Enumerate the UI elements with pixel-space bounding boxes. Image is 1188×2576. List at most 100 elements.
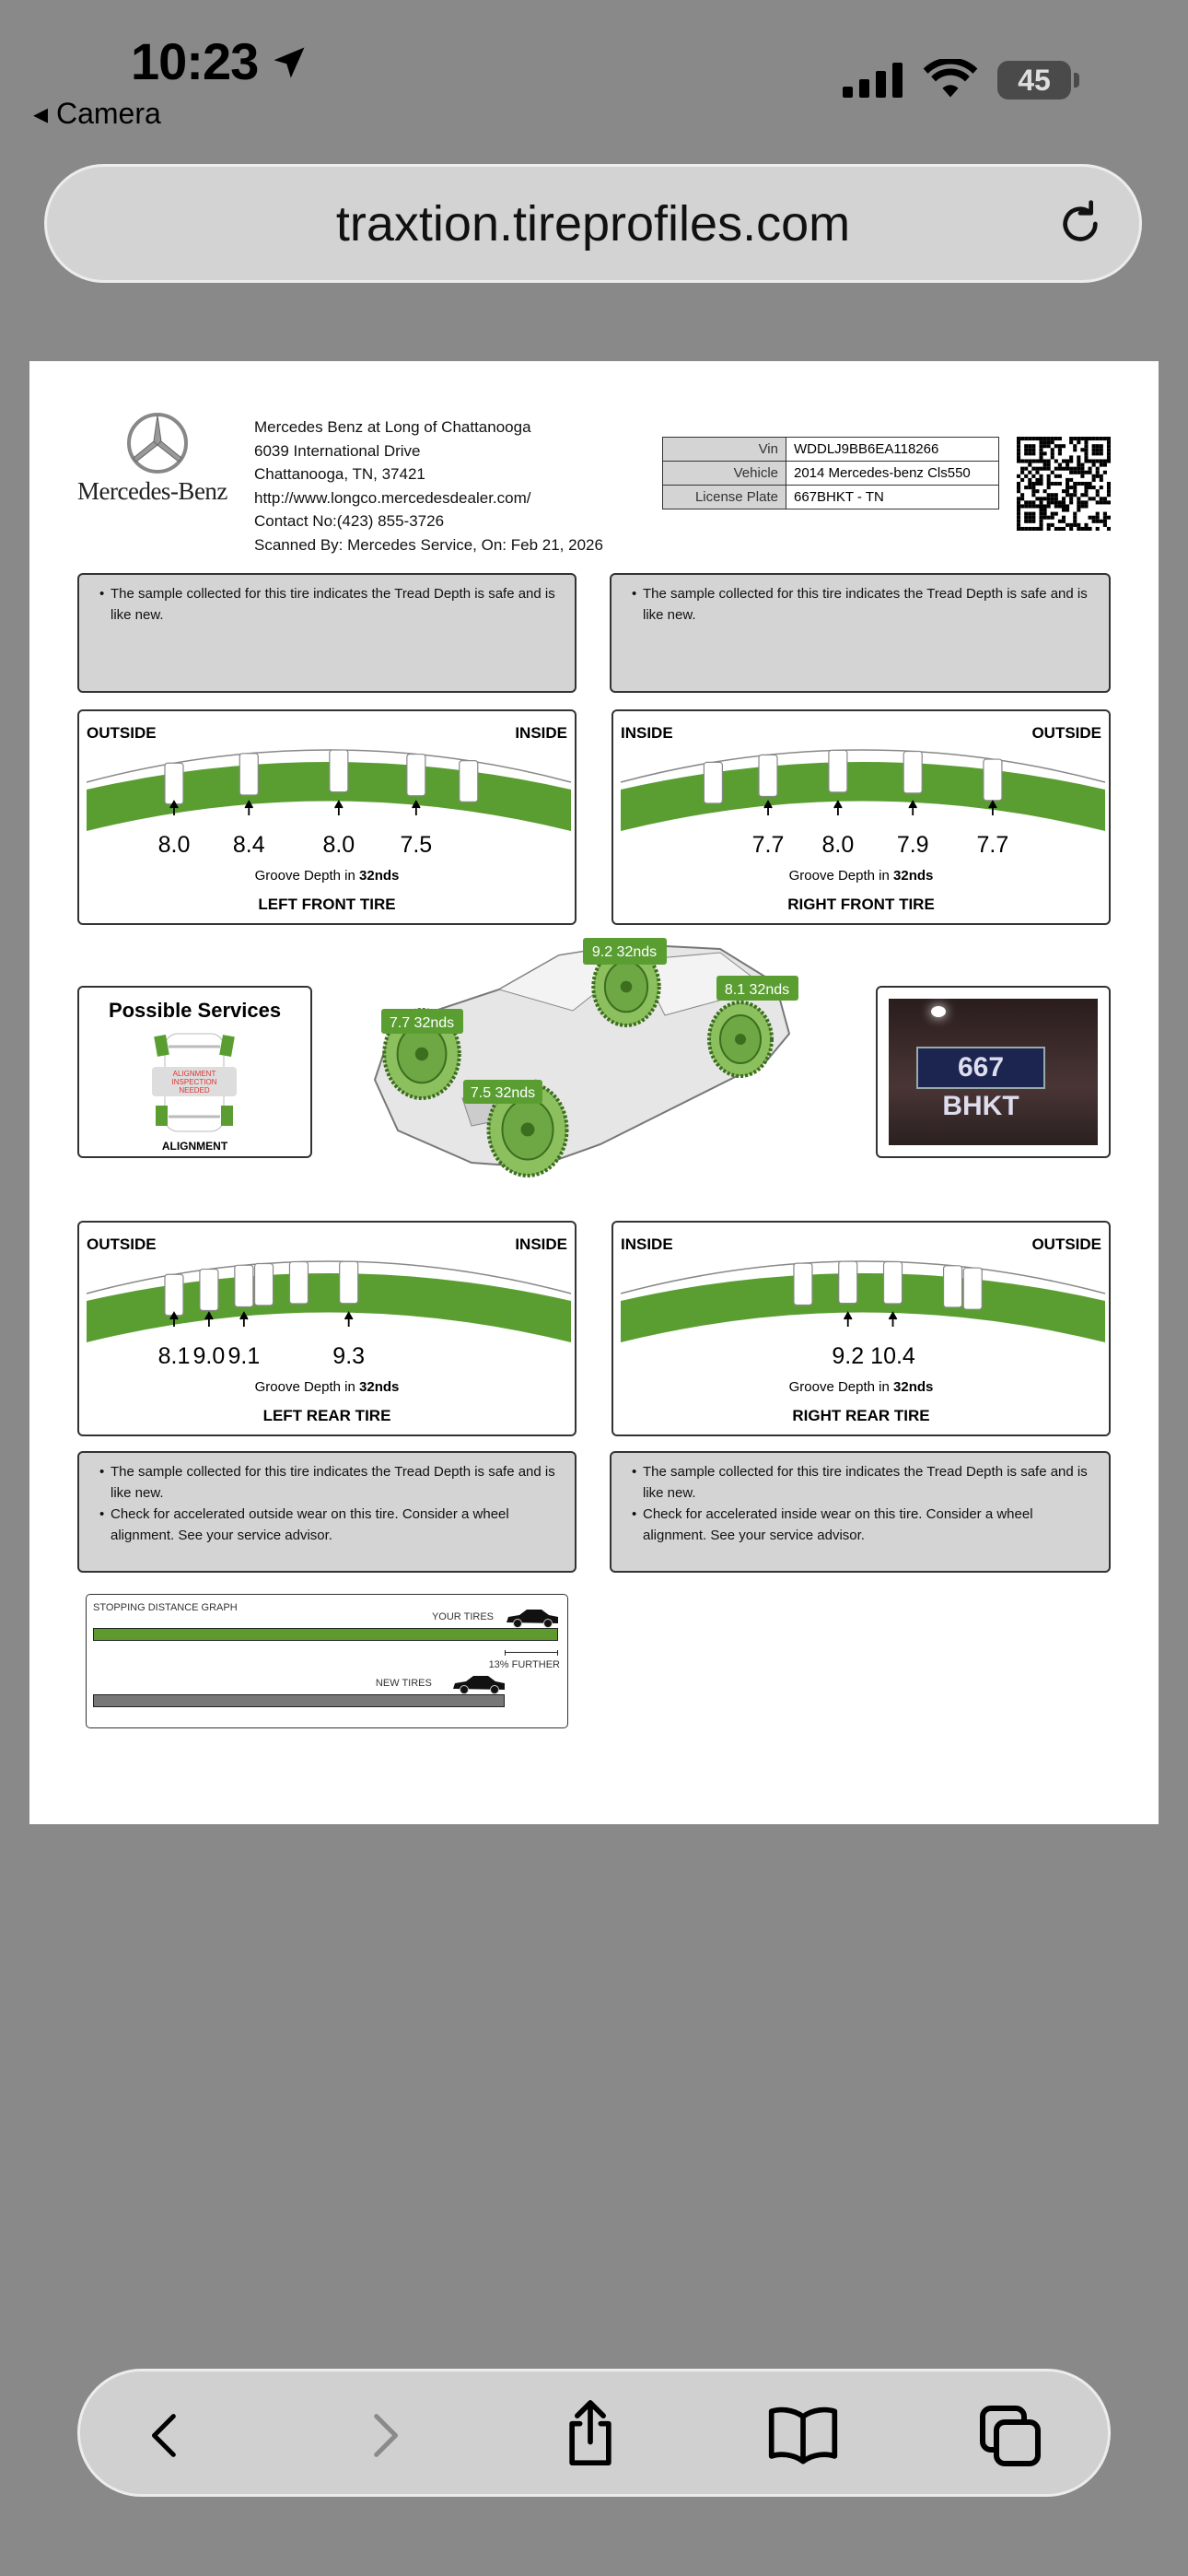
license-plate-photo[interactable]: 667 BHKT (876, 986, 1111, 1158)
arrow-up-icon (204, 1311, 214, 1327)
groove-depth-value: 9.0 (193, 1343, 226, 1369)
graph-title: STOPPING DISTANCE GRAPH (93, 1602, 238, 1613)
groove-caption: Groove Depth in 32nds (613, 1379, 1109, 1395)
address-bar[interactable]: traxtion.tireprofiles.com (44, 164, 1142, 283)
groove (983, 758, 1003, 802)
groove (758, 754, 778, 798)
wheel-rear-right-icon[interactable] (707, 1001, 774, 1078)
arrow-up-icon (169, 1311, 179, 1327)
vehicle-value: 2014 Mercedes-benz Cls550 (786, 461, 999, 486)
groove-caption-unit: 32nds (359, 1379, 400, 1395)
groove-caption-prefix: Groove Depth in (254, 1379, 360, 1395)
location-arrow-icon (274, 47, 305, 78)
groove (253, 1262, 274, 1306)
possible-services-card[interactable]: Possible Services ALIGNMENT INSPECTION N… (77, 986, 312, 1158)
side-label-right: INSIDE (515, 724, 567, 742)
note-item: Check for accelerated outside wear on th… (99, 1504, 556, 1546)
vehicle-label: Vehicle (662, 461, 786, 486)
arrow-up-icon (908, 800, 917, 815)
side-label-right: INSIDE (515, 1235, 567, 1253)
your-tires-bar (93, 1628, 558, 1641)
groove (234, 1264, 254, 1308)
groove-depth-value: 7.9 (897, 832, 929, 858)
bookmarks-icon[interactable] (766, 2405, 840, 2465)
tire-note-right-front: The sample collected for this tire indic… (610, 573, 1111, 693)
groove (199, 1268, 219, 1312)
note-item: The sample collected for this tire indic… (632, 1461, 1090, 1504)
tire-label-front-left[interactable]: 7.7 32nds (381, 1009, 463, 1034)
back-to-app-link[interactable]: ◂ Camera (33, 97, 161, 130)
groove (828, 749, 848, 793)
difference-label: 13% FURTHER (488, 1659, 560, 1670)
brand-wordmark: Mercedes-Benz (77, 477, 227, 505)
arrow-up-icon (344, 1311, 354, 1327)
forward-icon[interactable] (361, 2410, 407, 2461)
tire-name: RIGHT REAR TIRE (792, 1407, 930, 1424)
groove (882, 1260, 903, 1305)
mercedes-star-logo-icon (127, 413, 188, 474)
tabs-icon[interactable] (977, 2403, 1043, 2469)
car-tire-overview: 7.7 32nds 7.5 32nds 9.2 32nds 8.1 32nds (373, 938, 798, 1177)
groove (838, 1260, 858, 1305)
arrow-up-icon (239, 1311, 249, 1327)
alignment-warning-line: INSPECTION (172, 1078, 217, 1086)
groove-depth-value: 8.0 (158, 832, 191, 858)
dealer-address: 6039 International Drive (254, 441, 421, 460)
plate-label: License Plate (662, 485, 786, 509)
wheel-rear-left-icon[interactable] (591, 946, 661, 1027)
share-icon[interactable] (559, 2399, 622, 2469)
battery-level: 45 (1018, 64, 1051, 97)
dealer-website-link[interactable]: http://www.longco.mercedesdealer.com/ (254, 488, 531, 507)
car-body-icon (373, 943, 791, 1169)
services-title: Possible Services (108, 999, 282, 1022)
groove (164, 1273, 184, 1317)
tire-label-front-right[interactable]: 7.5 32nds (463, 1080, 542, 1104)
back-app-label: Camera (55, 97, 161, 130)
groove (793, 1262, 813, 1306)
side-label-left: INSIDE (621, 1235, 673, 1253)
tread-band (621, 1273, 1105, 1342)
plate-value: 667BHKT - TN (786, 485, 999, 509)
tread-band (621, 762, 1105, 831)
groove (962, 1267, 983, 1310)
vin-label: Vin (662, 437, 786, 462)
tire-name: LEFT FRONT TIRE (258, 896, 396, 913)
dealer-contact: Contact No:(423) 855-3726 (254, 512, 445, 530)
groove-caption-prefix: Groove Depth in (254, 868, 360, 884)
battery-indicator: 45 (997, 61, 1071, 100)
tire-label-text: 7.5 32nds (471, 1085, 535, 1101)
tire-name: RIGHT FRONT TIRE (787, 896, 935, 913)
url-text: traxtion.tireprofiles.com (335, 195, 851, 252)
dealer-info: Mercedes Benz at Long of Chattanooga 603… (254, 416, 603, 556)
arrow-up-icon (244, 800, 254, 815)
reload-icon[interactable] (1054, 198, 1106, 250)
tire-name: LEFT REAR TIRE (262, 1407, 391, 1424)
back-icon[interactable] (143, 2410, 189, 2461)
groove-depth-value: 9.1 (227, 1343, 260, 1369)
arrow-up-icon (412, 800, 421, 815)
side-label-left: OUTSIDE (87, 1235, 157, 1253)
cellular-signal-icon (843, 63, 903, 98)
groove-caption-unit: 32nds (359, 868, 400, 884)
groove-caption-unit: 32nds (893, 868, 934, 884)
car-icon (505, 1608, 560, 1633)
groove-caption: Groove Depth in 32nds (613, 868, 1109, 884)
groove-depth-value: 9.3 (332, 1343, 365, 1369)
tire-label-rear-left[interactable]: 9.2 32nds (583, 938, 667, 965)
tire-label-text: 9.2 32nds (592, 944, 657, 960)
groove-caption-prefix: Groove Depth in (788, 1379, 894, 1395)
arrow-up-icon (169, 800, 179, 815)
tire-label-rear-right[interactable]: 8.1 32nds (716, 976, 798, 1001)
side-label-left: OUTSIDE (87, 724, 157, 742)
status-time: 10:23 (131, 32, 259, 90)
